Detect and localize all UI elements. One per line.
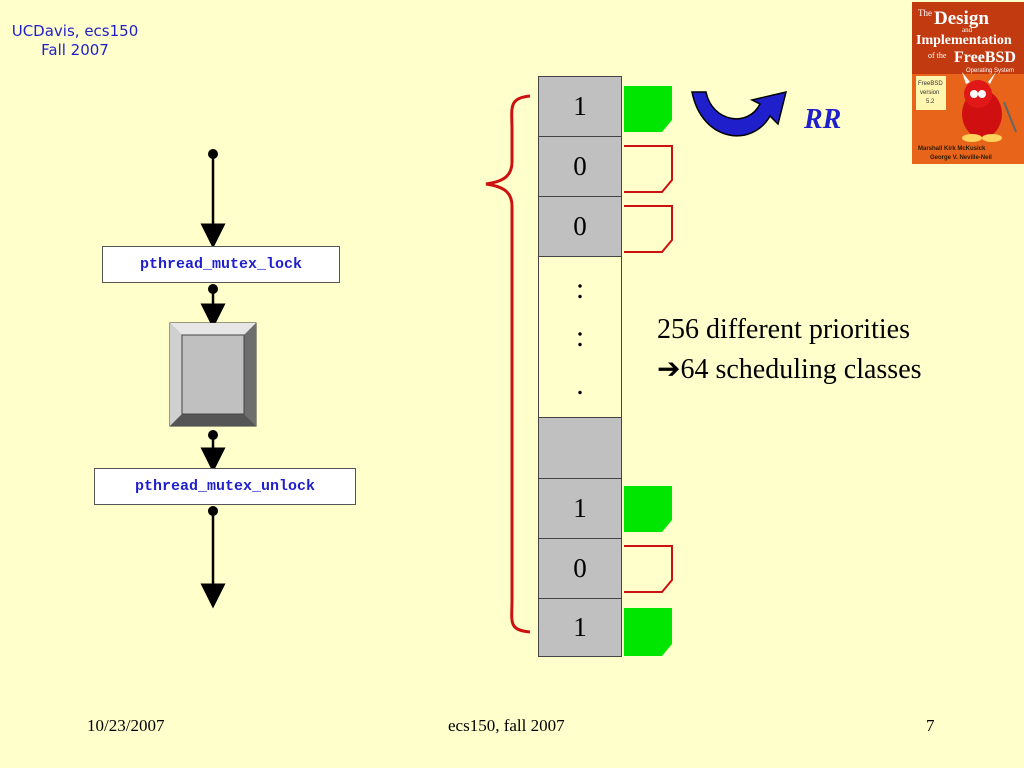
logo-line-2: Design xyxy=(934,8,989,29)
logo-authors-2: George V. Neville-Neil xyxy=(930,155,992,161)
queue-shapes xyxy=(624,86,673,656)
queue-filled-row-8 xyxy=(624,608,672,656)
critical-section-box xyxy=(169,322,257,427)
priority-cell-ellipsis: : : . xyxy=(538,256,622,418)
ellipsis-dot-3: . xyxy=(576,368,584,401)
thread-flow xyxy=(200,149,226,609)
priority-cell-2: 0 xyxy=(538,136,622,197)
priority-cell-3: 0 xyxy=(538,196,622,257)
round-robin-arrow-icon xyxy=(691,90,788,137)
priority-cell-blank xyxy=(538,417,622,479)
logo-line-1: The xyxy=(918,8,932,18)
logo-line-7: Operating System xyxy=(966,68,1014,74)
priority-cell-6: 1 xyxy=(538,478,622,539)
priority-brace xyxy=(485,94,531,634)
queue-empty-row-7 xyxy=(624,545,673,593)
rr-label: RR xyxy=(804,104,842,135)
footer-date: 10/23/2007 xyxy=(87,716,165,735)
right-arrow-icon: ➔ xyxy=(657,354,681,385)
queue-filled-row-6 xyxy=(624,486,672,532)
logo-authors-1: Marshall Kirk McKusick xyxy=(918,146,986,152)
queue-filled-row-1 xyxy=(624,86,672,132)
info-line-2: ➔64 scheduling classes xyxy=(657,350,922,390)
info-text: 256 different priorities ➔64 scheduling … xyxy=(657,310,922,390)
slide-header: UCDavis, ecs150 Fall 2007 xyxy=(4,22,146,60)
ellipsis-dot-pair-1: : xyxy=(575,272,585,305)
header-line-2: Fall 2007 xyxy=(41,41,109,59)
priority-cell-1: 1 xyxy=(538,76,622,137)
daemon-mascot-icon xyxy=(962,72,1017,142)
footer-page-number: 7 xyxy=(926,716,935,735)
logo-line-3: and xyxy=(962,26,973,34)
mutex-unlock-label: pthread_mutex_unlock xyxy=(94,468,356,505)
logo-line-5: of the xyxy=(928,51,947,60)
logo-line-4: Implementation xyxy=(916,33,1012,48)
info-line-1: 256 different priorities xyxy=(657,314,910,345)
info-line-2-text: 64 scheduling classes xyxy=(680,354,922,385)
priority-cell-7: 0 xyxy=(538,538,622,599)
logo-badge-2: version xyxy=(920,90,939,96)
logo-badge-3: 5.2 xyxy=(926,99,935,105)
ellipsis-dot-pair-2: : xyxy=(575,320,585,353)
queue-empty-row-3 xyxy=(624,205,673,253)
book-cover-image: The Design and Implementation of the Fre… xyxy=(912,2,1024,164)
logo-badge-1: FreeBSD xyxy=(918,81,943,87)
header-line-1: UCDavis, ecs150 xyxy=(11,22,139,40)
mutex-lock-label: pthread_mutex_lock xyxy=(102,246,340,283)
footer-course: ecs150, fall 2007 xyxy=(448,716,565,735)
logo-line-6: FreeBSD xyxy=(954,49,1016,66)
priority-cell-8: 1 xyxy=(538,598,622,657)
queue-empty-row-2 xyxy=(624,145,673,193)
